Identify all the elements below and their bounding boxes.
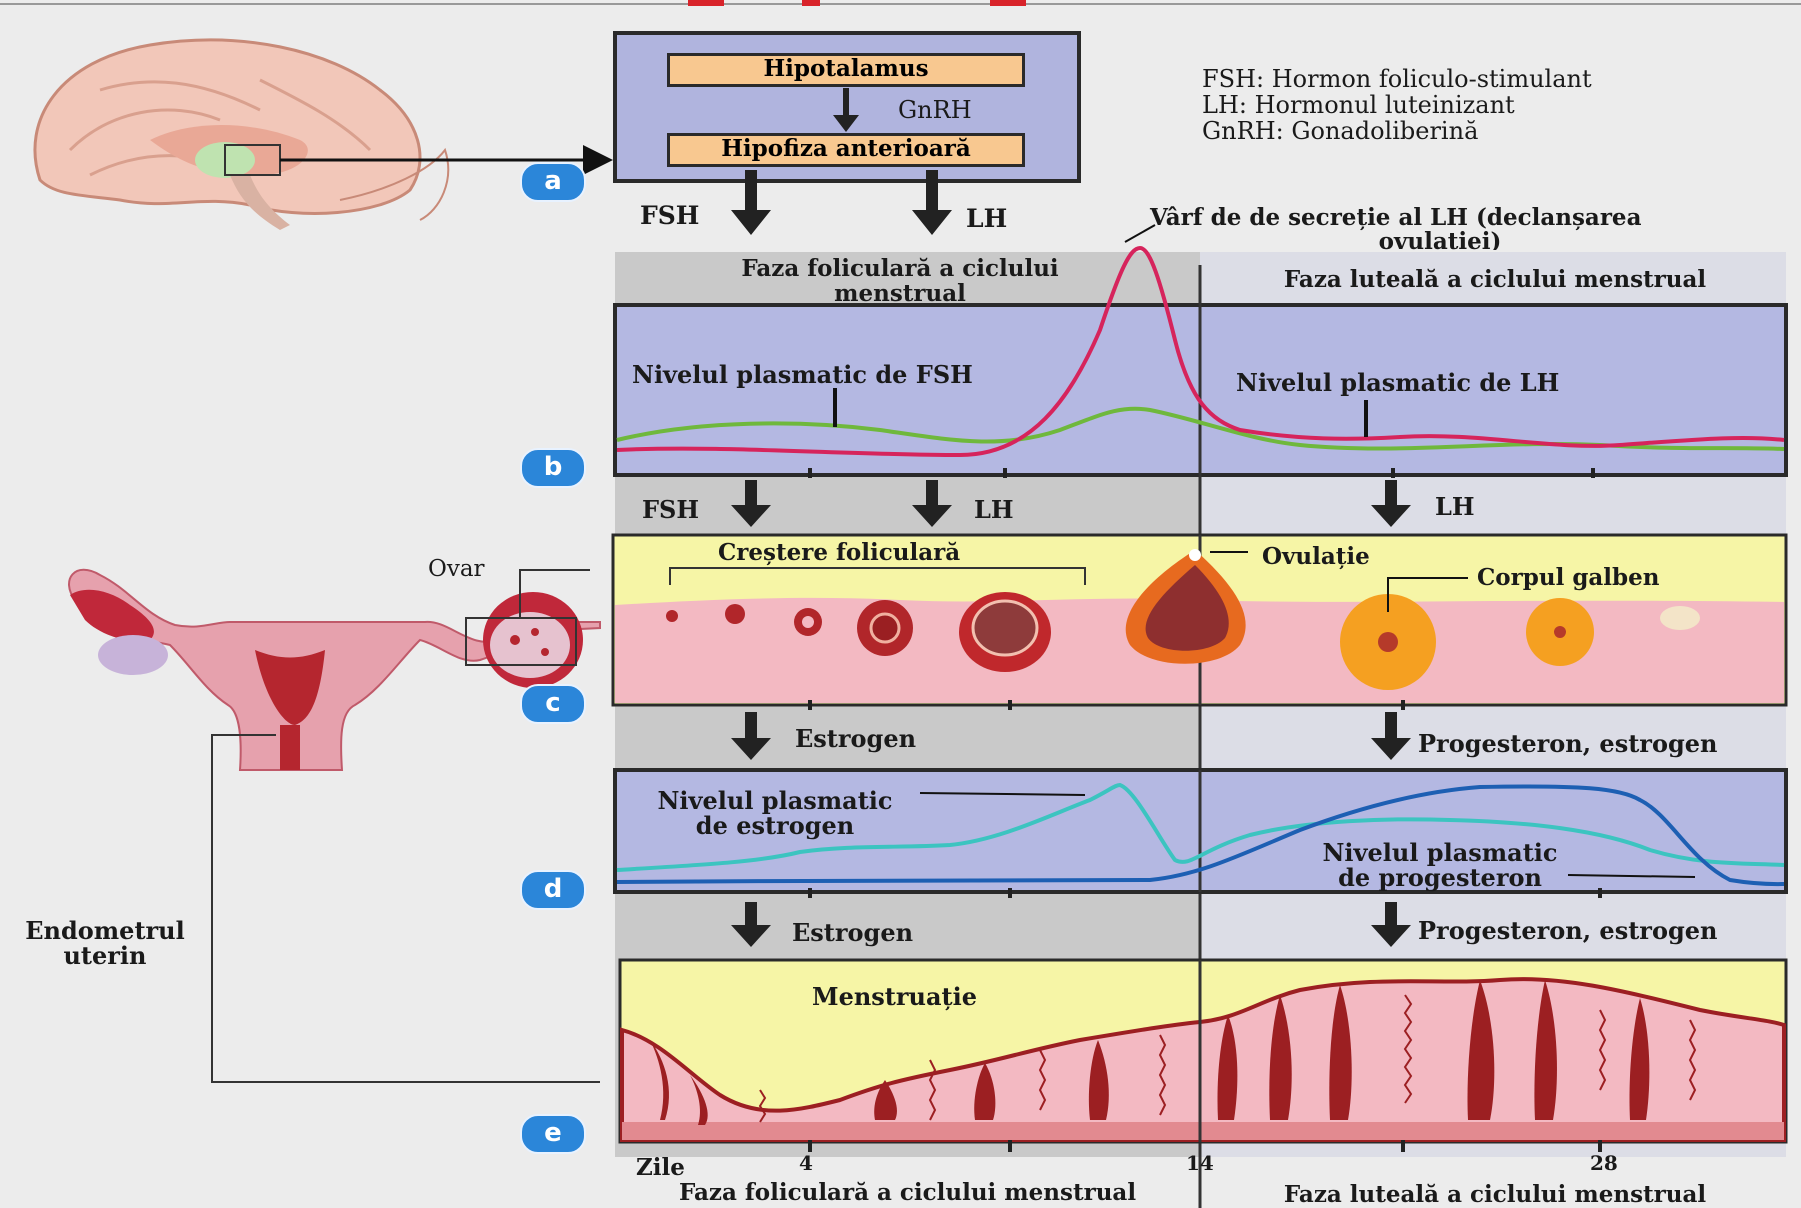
uterus-illustration (69, 570, 600, 1082)
luteal-phase-bottom: Faza luteală a ciclului menstrual (1205, 1183, 1785, 1207)
days-label: Zile (636, 1156, 685, 1180)
prog-level-line1: Nivelul plasmatic (1290, 840, 1590, 865)
estrogen-arrow-label-c: Estrogen (795, 726, 916, 751)
luteal-phase-header: Faza luteală a ciclului menstrual (1210, 268, 1780, 292)
lh-axis-label: LH (966, 206, 1007, 232)
prog-estrogen-arrow-label-c: Progesteron, estrogen (1418, 731, 1717, 756)
badge-a: a (520, 162, 586, 202)
estrogen-level-line2: de estrogen (625, 813, 925, 838)
lh-arrow-label-right: LH (1435, 494, 1475, 519)
fsh-level-label: Nivelul plasmatic de FSH (632, 362, 973, 387)
day-tick-14: 14 (1186, 1153, 1214, 1174)
day-tick-28: 28 (1590, 1153, 1618, 1174)
fsh-axis-label: FSH (640, 203, 699, 229)
follicle-growth-label: Creștere foliculară (718, 541, 960, 565)
endometrium-line2: uterin (5, 943, 205, 968)
gnrh-label: GnRH (898, 98, 972, 123)
follicular-phase-line2: menstrual (650, 282, 1150, 304)
anterior-pituitary-label: Hipofiza anterioară (667, 133, 1025, 167)
legend-lh: LH: Hormonul luteinizant (1202, 93, 1515, 118)
endometrium-line1: Endometrul (5, 918, 205, 943)
follicular-phase-line1: Faza foliculară a ciclului (650, 257, 1150, 281)
ovulation-label: Ovulație (1262, 545, 1370, 569)
legend-fsh: FSH: Hormon foliculo-stimulant (1202, 67, 1592, 92)
fsh-arrow-label: FSH (642, 497, 699, 522)
lh-arrow-label: LH (974, 497, 1014, 522)
lh-peak-line2: ovulației) (1340, 230, 1540, 250)
corpus-luteum-label: Corpul galben (1477, 566, 1659, 590)
lh-peak-line1: Vârf de de secreție al LH (declanșarea (1150, 206, 1641, 230)
lh-level-label: Nivelul plasmatic de LH (1236, 370, 1559, 395)
estrogen-level-line1: Nivelul plasmatic (625, 788, 925, 813)
menstruation-label: Menstruație (812, 984, 977, 1009)
legend-gnrh: GnRH: Gonadoliberină (1202, 119, 1478, 144)
hypothalamus-label: Hipotalamus (667, 53, 1025, 87)
badge-e: e (520, 1114, 586, 1154)
day-tick-4: 4 (799, 1153, 813, 1174)
ovary-label: Ovar (428, 557, 485, 581)
prog-level-line2: de progesteron (1290, 865, 1590, 890)
prog-estrogen-arrow-label-d: Progesteron, estrogen (1418, 918, 1717, 943)
estrogen-arrow-label-d: Estrogen (792, 920, 913, 945)
brain-illustration (35, 40, 448, 230)
badge-d: d (520, 870, 586, 910)
follicular-phase-bottom: Faza foliculară a ciclului menstrual (615, 1181, 1200, 1205)
badge-c: c (520, 684, 586, 724)
badge-b: b (520, 448, 586, 488)
